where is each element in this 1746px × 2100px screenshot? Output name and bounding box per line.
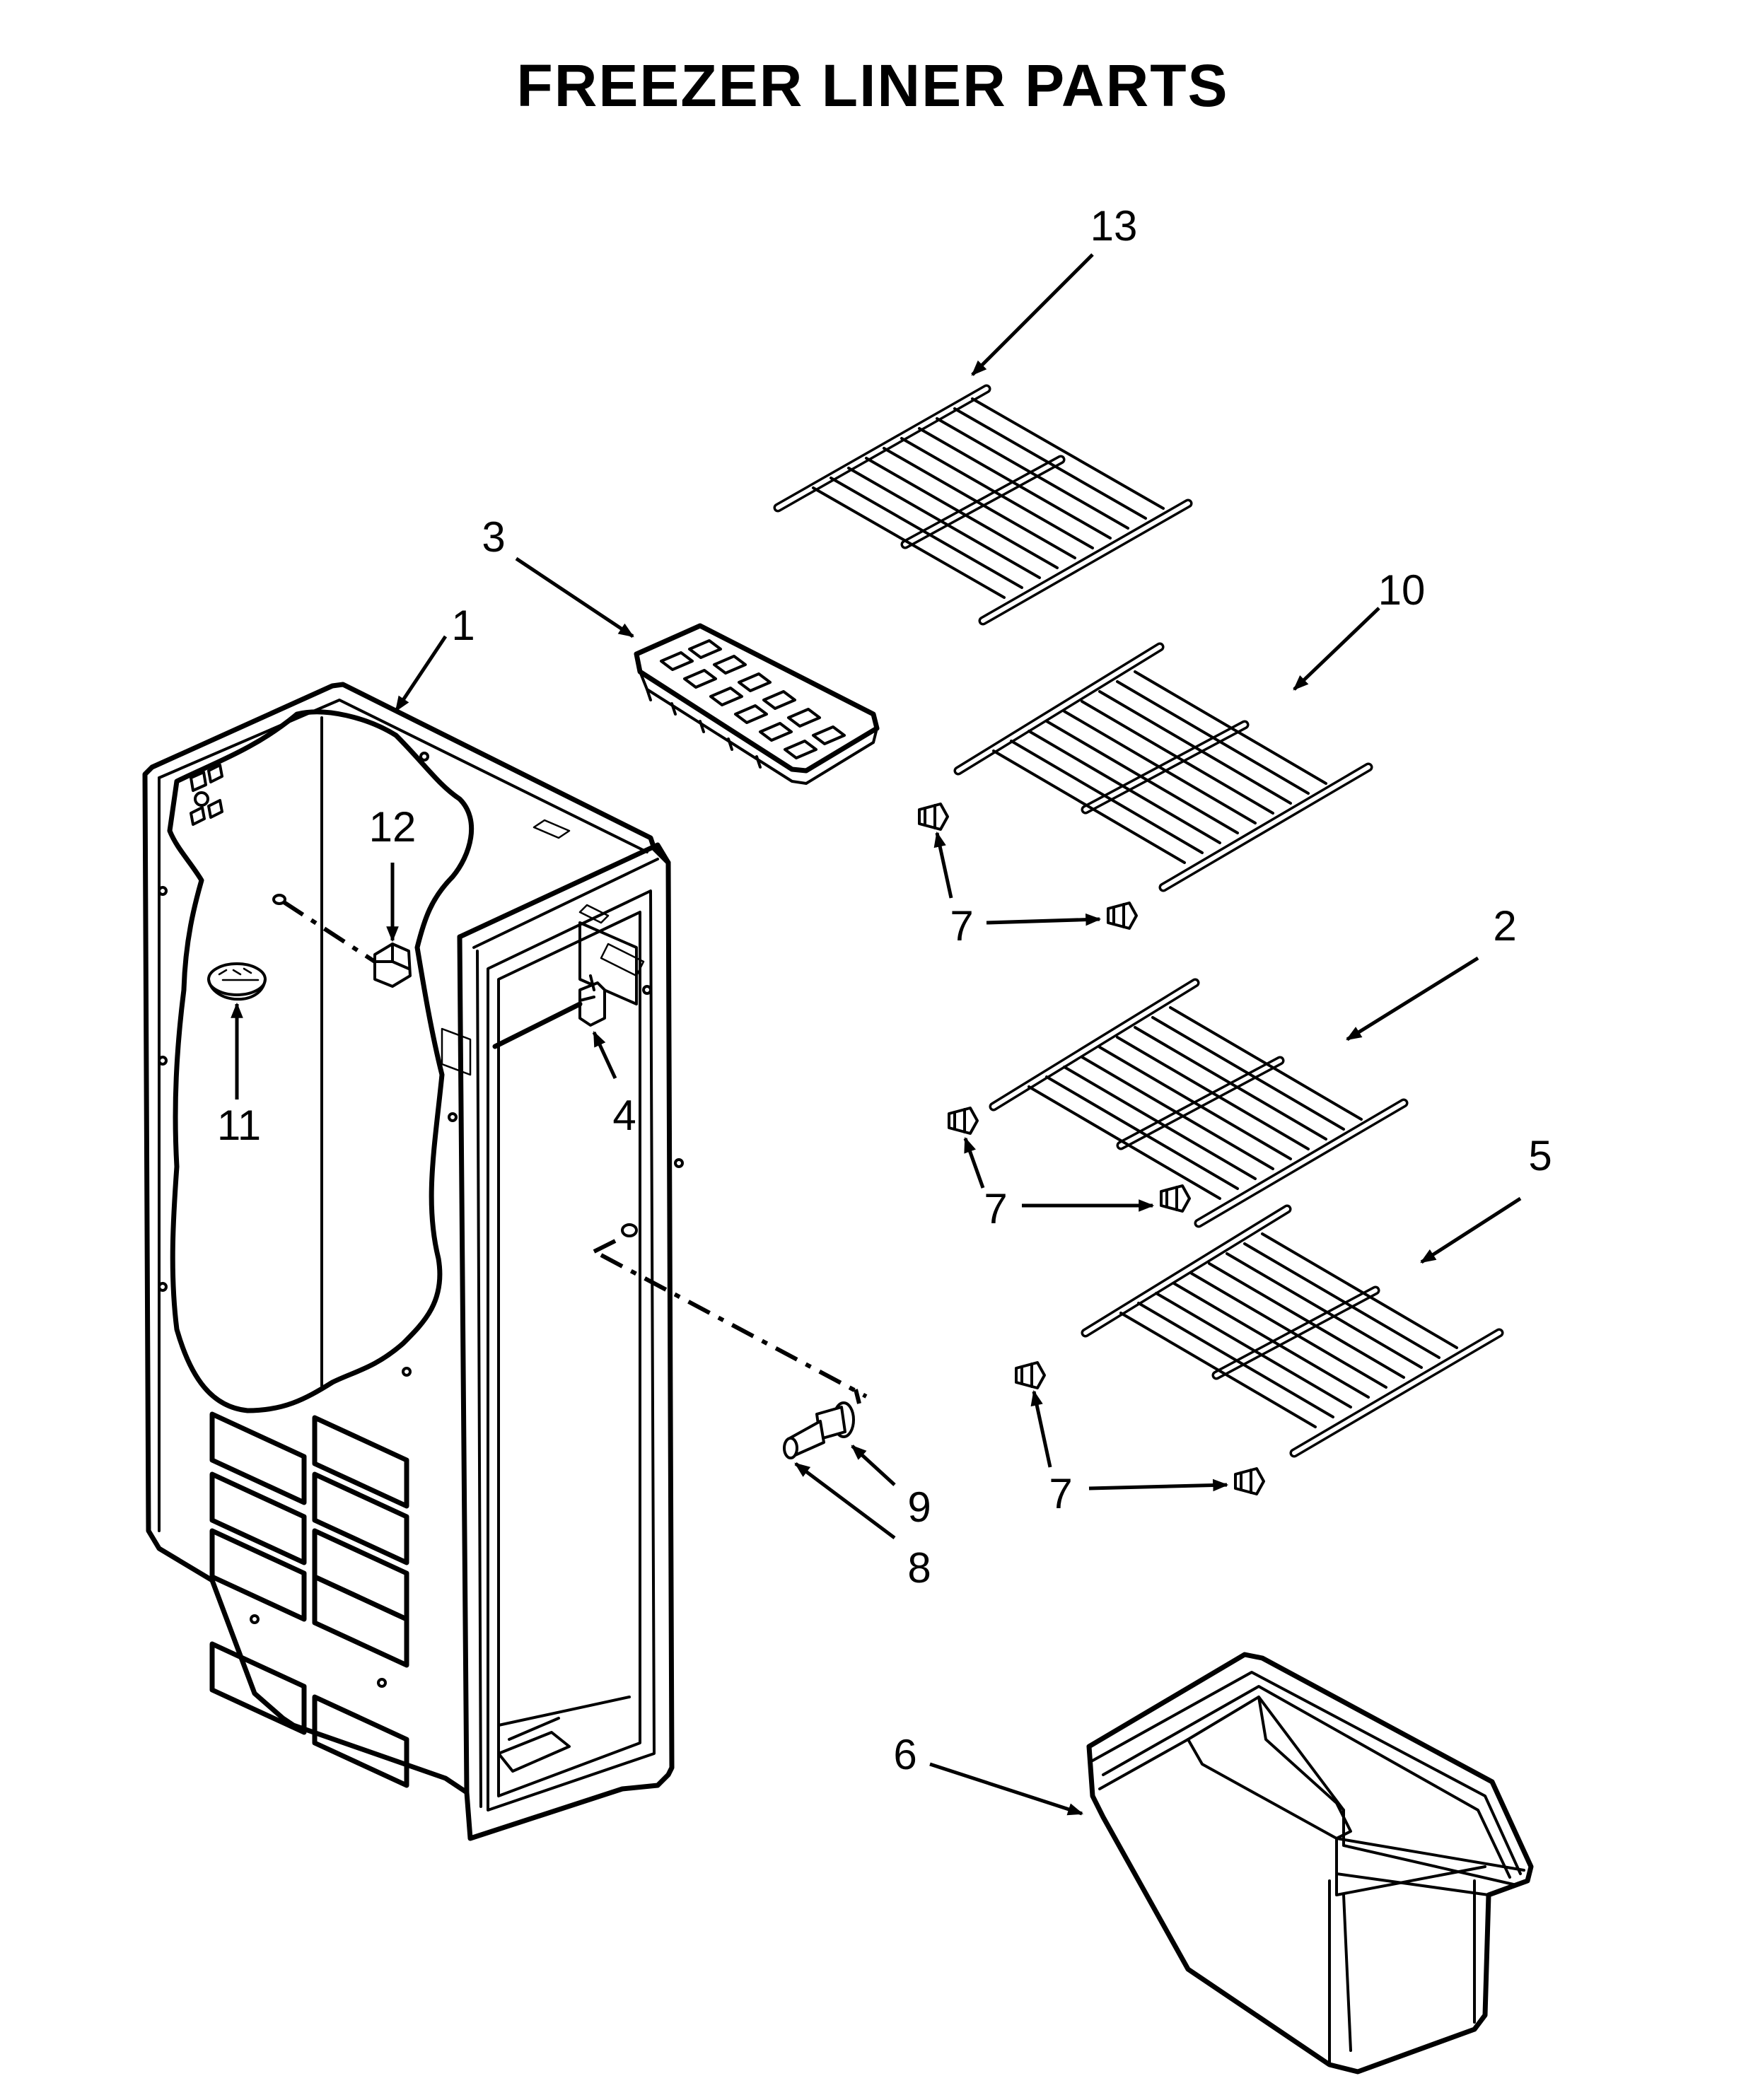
arrow-1: [394, 635, 448, 712]
callout-6: 6: [893, 1731, 916, 1778]
callout-7c: 7: [1049, 1470, 1072, 1517]
callout-11: 11: [217, 1102, 261, 1149]
wire-shelf-part-2: [989, 978, 1409, 1228]
freezer-bin-part-6: [1086, 1652, 1534, 2075]
arrow-7b-up: [963, 1136, 985, 1189]
callout-7b: 7: [984, 1185, 1007, 1232]
arrow-7a-up: [933, 831, 953, 899]
clip-part-12: [272, 894, 412, 988]
callout-12: 12: [369, 803, 417, 851]
arrow-7a-right: [986, 913, 1102, 926]
callout-13: 13: [1090, 202, 1138, 250]
arrow-10: [1293, 607, 1380, 691]
callout-5: 5: [1528, 1132, 1552, 1179]
arrow-13: [971, 253, 1094, 376]
callout-9: 9: [907, 1483, 931, 1531]
callout-8: 8: [907, 1544, 931, 1592]
wire-shelf-part-13: [773, 384, 1193, 626]
arrow-3: [515, 556, 634, 638]
callout-1: 1: [451, 602, 475, 649]
callout-7a: 7: [950, 902, 973, 950]
arrow-7c-up: [1030, 1389, 1052, 1468]
arrow-4: [592, 1031, 617, 1080]
arrow-2: [1346, 956, 1479, 1042]
wire-shelf-part-5: [1081, 1204, 1504, 1458]
screw-and-bumper-parts-8-9: [593, 1223, 868, 1459]
callout-labels: 1 3 13 10 2 5 12 11 4 7 7 7 9 8 6: [217, 202, 1552, 1778]
arrow-5: [1420, 1196, 1522, 1264]
arrow-7c-right: [1088, 1478, 1229, 1492]
shelf-support-part-7: [918, 803, 1265, 1495]
connector-part-4: [492, 974, 606, 1049]
callout-10: 10: [1378, 566, 1426, 614]
wire-shelf-part-10: [953, 642, 1373, 892]
arrow-9: [851, 1445, 896, 1486]
callout-2: 2: [1493, 902, 1516, 950]
light-socket-part-11: [207, 962, 267, 1001]
callout-4: 4: [612, 1092, 636, 1139]
ice-tray-part-3: [634, 623, 880, 785]
arrow-8: [794, 1462, 896, 1539]
freezer-liner-part-1: [142, 682, 684, 1841]
diagram-title: FREEZER LINER PARTS: [516, 52, 1228, 119]
arrow-6: [929, 1762, 1084, 1816]
callout-arrows: [231, 253, 1522, 1816]
callout-3: 3: [482, 513, 505, 561]
